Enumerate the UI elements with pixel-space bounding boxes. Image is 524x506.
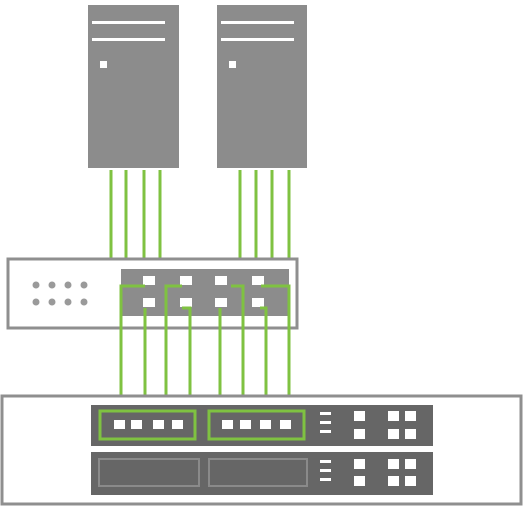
- chassis-module-1-indicators: [320, 411, 416, 439]
- chassis-module-2-indicators: [320, 459, 416, 486]
- server-1-body: [88, 5, 179, 168]
- downlink-cable-6: [231, 284, 245, 410]
- downlink-cable-4: [182, 306, 192, 410]
- port-group-1-ports: [114, 420, 183, 429]
- middle-switch: [6, 257, 299, 330]
- server-2-power-led: [229, 61, 236, 68]
- downlink-cable-1: [119, 284, 145, 410]
- server-1: [88, 5, 179, 168]
- chassis-module-1: [91, 405, 433, 446]
- server-2: [217, 5, 307, 168]
- server-1-power-led: [100, 61, 107, 68]
- server-1-drive-bay-2: [92, 38, 165, 41]
- chassis-module-2-slot-1: [98, 458, 200, 487]
- downlink-cable-3: [164, 284, 182, 410]
- middle-switch-ports: [143, 276, 264, 307]
- downlink-cable-8: [261, 284, 291, 410]
- server-2-drive-bay-2: [221, 38, 294, 41]
- chassis: [0, 394, 523, 506]
- downlink-cable-7: [260, 306, 268, 410]
- server-1-drive-bay-1: [92, 21, 165, 24]
- chassis-module-2-slot-2: [208, 458, 308, 487]
- middle-switch-status-leds: [32, 281, 88, 306]
- server-uplink-cables: [109, 170, 291, 258]
- port-group-2-ports: [222, 420, 291, 429]
- server-2-body: [217, 5, 307, 168]
- downlink-cables: [119, 284, 291, 410]
- chassis-module-2: [91, 452, 433, 495]
- server-2-drive-bay-1: [221, 21, 294, 24]
